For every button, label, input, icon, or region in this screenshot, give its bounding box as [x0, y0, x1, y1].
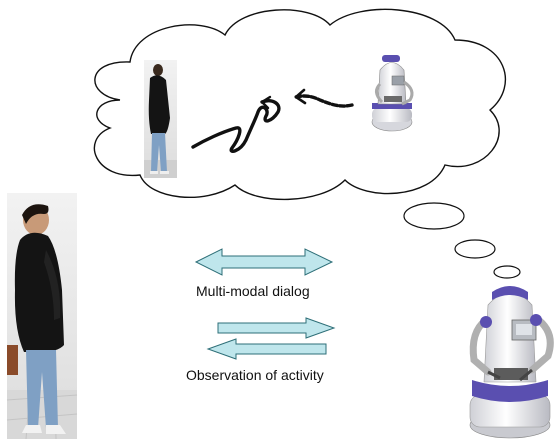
observation-arrow-left	[206, 338, 327, 360]
trajectory-path	[191, 88, 354, 153]
observation-arrow-right	[217, 317, 336, 339]
small-robot-figure	[371, 55, 414, 132]
thought-cloud	[93, 8, 507, 201]
human-photo	[6, 193, 78, 439]
multimodal-dialog-label: Multi-modal dialog	[196, 283, 310, 299]
observation-label: Observation of activity	[186, 367, 324, 383]
robot-figure	[469, 286, 554, 439]
thought-bubbles	[403, 202, 521, 279]
dialog-double-arrow	[194, 248, 334, 276]
small-human-photo	[144, 60, 177, 178]
